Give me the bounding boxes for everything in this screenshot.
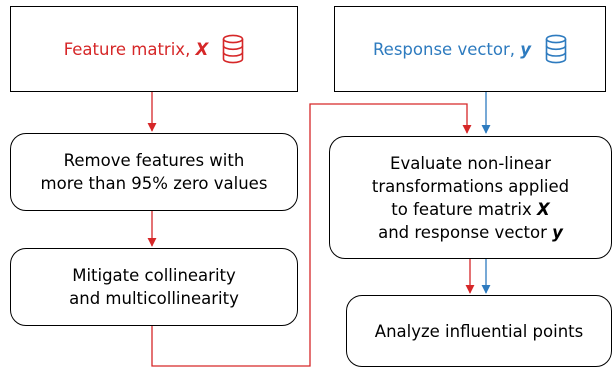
- feature-matrix-text: Feature matrix,: [63, 39, 196, 59]
- mitigate-collinearity-line-2: and multicollinearity: [69, 289, 239, 308]
- evaluate-line-4-variable: y: [552, 222, 563, 242]
- analyze-influential-points-text: Analyze influential points: [374, 321, 584, 341]
- response-vector-box: Response vector, y: [334, 6, 606, 92]
- analyze-influential-points-step: Analyze influential points: [346, 295, 612, 367]
- mitigate-collinearity-text: Mitigate collinearity and multicollinear…: [69, 264, 239, 310]
- mitigate-collinearity-step: Mitigate collinearity and multicollinear…: [10, 248, 298, 326]
- remove-features-text: Remove features with more than 95% zero …: [41, 149, 268, 195]
- evaluate-transformations-step: Evaluate non-linear transformations appl…: [329, 136, 612, 259]
- database-icon: [222, 34, 244, 64]
- remove-features-step: Remove features with more than 95% zero …: [10, 133, 298, 211]
- response-vector-text: Response vector,: [372, 39, 521, 59]
- evaluate-line-3: to feature matrix X: [372, 198, 569, 221]
- feature-matrix-content: Feature matrix, X: [64, 34, 245, 64]
- database-icon: [545, 34, 567, 64]
- evaluate-line-4-text: and response vector: [378, 222, 553, 242]
- feature-matrix-box: Feature matrix, X: [10, 6, 298, 92]
- evaluate-line-1: Evaluate non-linear: [390, 153, 551, 173]
- arrow-collinearity-to-evaluate: [151, 103, 472, 367]
- evaluate-line-3-variable: X: [536, 199, 550, 219]
- response-vector-variable: y: [520, 39, 532, 59]
- feature-matrix-variable: X: [195, 39, 209, 59]
- evaluate-line-2: transformations applied: [371, 176, 570, 196]
- evaluate-line-4: and response vector y: [372, 221, 569, 244]
- mitigate-collinearity-line-1: Mitigate collinearity: [72, 266, 236, 285]
- remove-features-line-1: Remove features with: [63, 151, 245, 170]
- evaluate-transformations-text: Evaluate non-linear transformations appl…: [372, 152, 569, 244]
- remove-features-line-2: more than 95% zero values: [40, 174, 268, 193]
- response-vector-content: Response vector, y: [373, 34, 567, 64]
- feature-matrix-label: Feature matrix, X: [64, 38, 209, 61]
- response-vector-label: Response vector, y: [373, 38, 531, 61]
- evaluate-line-3-text: to feature matrix: [391, 199, 537, 219]
